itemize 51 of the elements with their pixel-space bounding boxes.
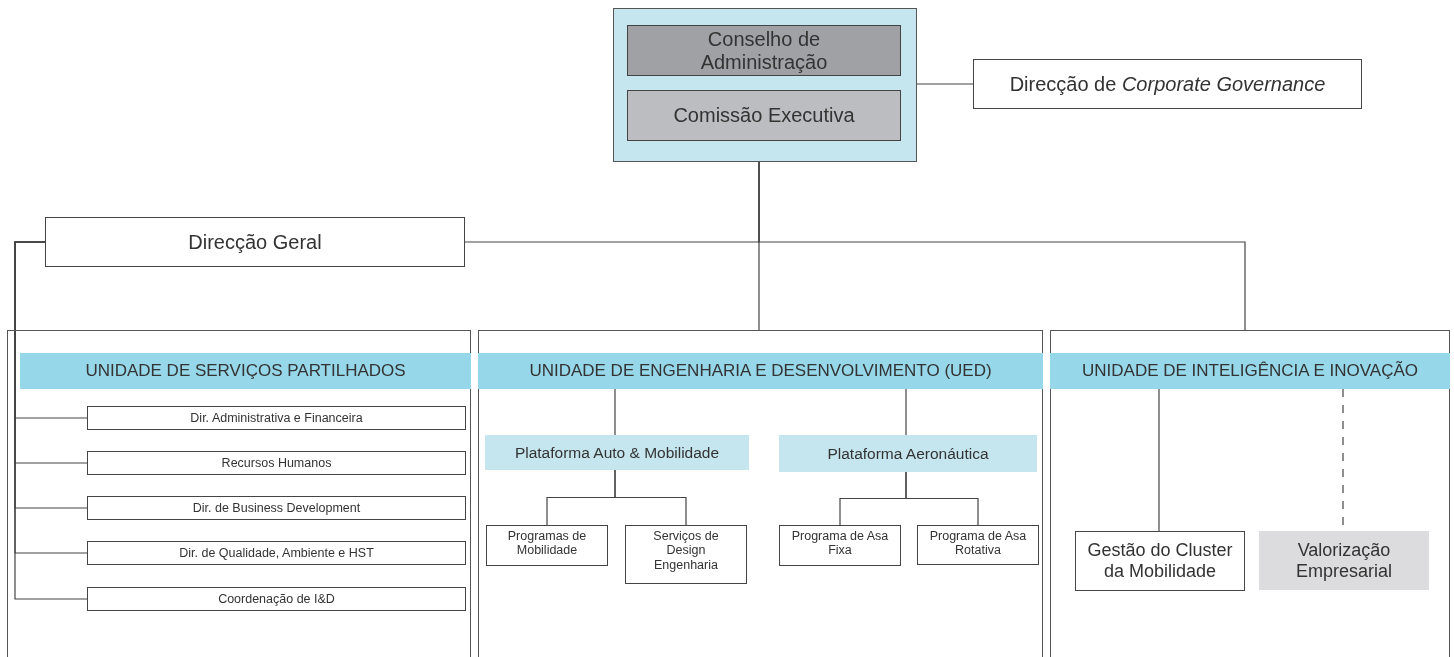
connector-line (614, 469, 687, 526)
program-box (917, 525, 1039, 565)
box-label: UNIDADE DE INTELIGÊNCIA E INOVAÇÃO (1081, 361, 1419, 381)
org-box (45, 217, 465, 267)
box-label: Programa de Asa Rotativa (928, 529, 1028, 558)
box-label: Direcção Geral (187, 230, 323, 254)
board-box (613, 8, 917, 162)
box-label: Programa de Asa Fixa (790, 529, 890, 558)
connector-line (1158, 388, 1160, 532)
connector-line (916, 83, 974, 85)
unit-panel (7, 330, 471, 657)
connector-line (905, 388, 907, 436)
box-label: Plataforma Auto & Mobilidade (513, 443, 721, 462)
unit-panel (1050, 330, 1450, 657)
box-label: Dir. de Qualidade, Ambiente e HST (178, 545, 375, 561)
program-box (486, 525, 608, 566)
box-label: Gestão do Cluster da Mobilidade (1086, 540, 1234, 582)
org-box (1259, 531, 1429, 590)
box-label: Dir. de Business Development (191, 500, 362, 516)
connector-line (614, 388, 616, 436)
box-label: Dir. Administrativa e Financeira (189, 410, 364, 426)
box-label: Plataforma Aeronáutica (826, 444, 990, 463)
box-label: Direcção de Corporate Governance (1008, 72, 1327, 96)
department-box (87, 541, 466, 565)
box-label: Conselho de Administração (699, 27, 829, 74)
platform-box (485, 435, 749, 470)
box-label: Programas de Mobilidade (506, 529, 588, 558)
department-box (87, 406, 466, 430)
department-box (87, 587, 466, 611)
connector-line (758, 161, 1246, 331)
connector-line (905, 471, 979, 526)
org-box (973, 59, 1362, 109)
org-box (627, 25, 901, 76)
program-box (625, 525, 747, 584)
box-label: Comissão Executiva (672, 104, 856, 127)
platform-box (779, 435, 1037, 472)
box-label: UNIDADE DE SERVIÇOS PARTILHADOS (84, 361, 407, 381)
org-box (1075, 531, 1245, 591)
box-label: Valorização Empresarial (1295, 539, 1393, 582)
unit-panel (478, 330, 1043, 657)
program-box (779, 525, 901, 566)
department-box (87, 496, 466, 520)
org-box (627, 90, 901, 141)
unit-heading (20, 353, 471, 389)
box-label: Recursos Humanos (220, 455, 333, 471)
unit-heading (1050, 353, 1450, 389)
box-label: Serviços de Design Engenharia (652, 529, 720, 573)
box-label: UNIDADE DE ENGENHARIA E DESENVOLVIMENTO (UED) (528, 361, 993, 381)
unit-heading (478, 353, 1043, 389)
department-box (87, 451, 466, 475)
box-label: Coordenação de I&D (217, 591, 336, 607)
